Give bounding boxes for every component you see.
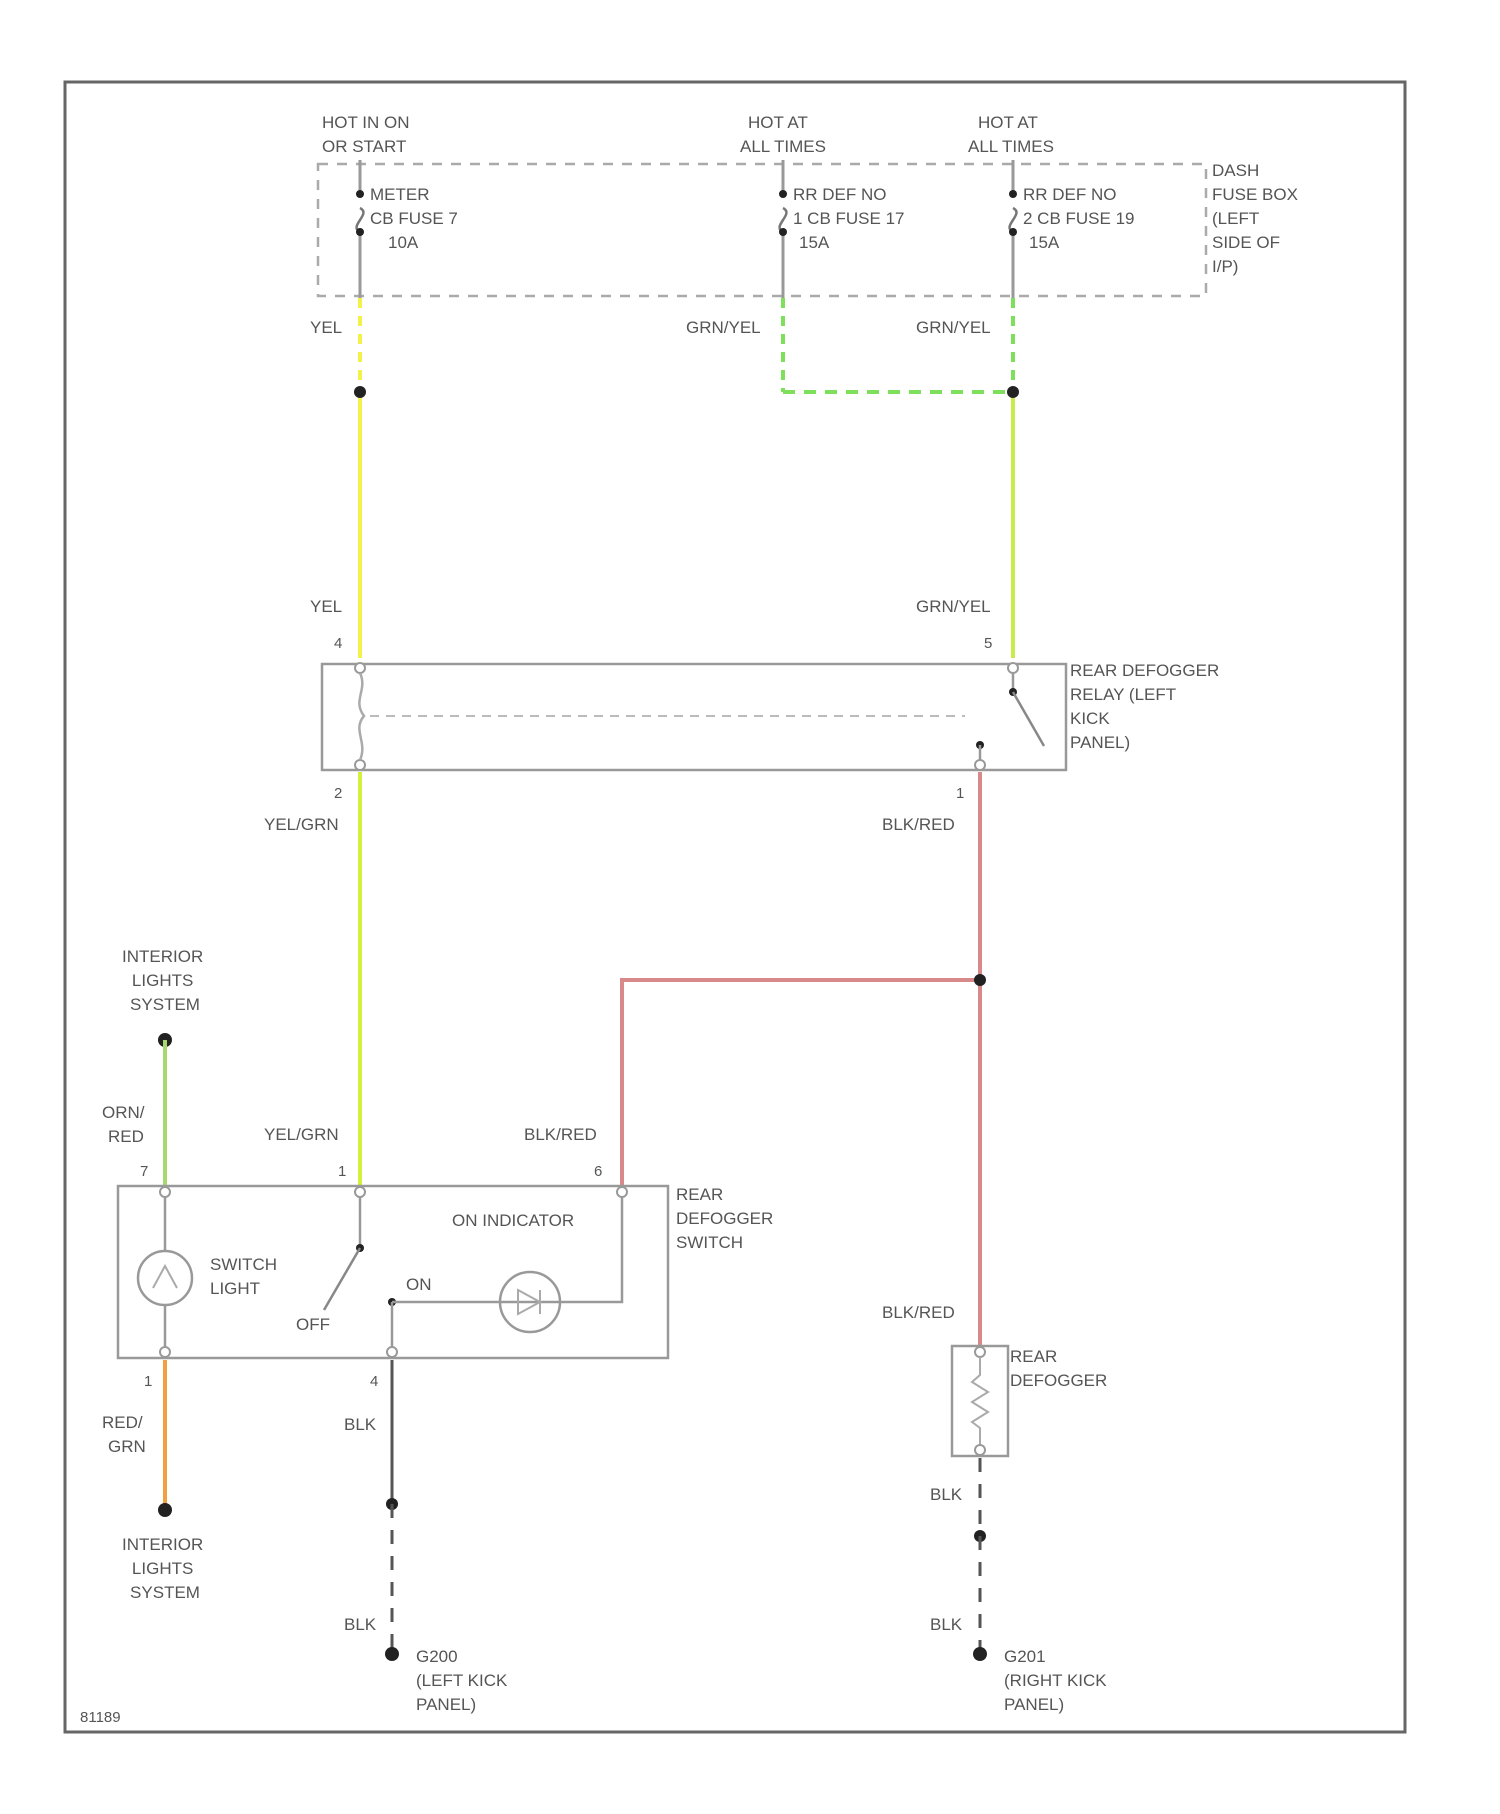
splice-yel (354, 386, 366, 398)
switch-pin-ill: 1 (144, 1373, 152, 1390)
relay-pin-5: 5 (984, 635, 992, 652)
wire-label-blk-g-right: BLK (930, 1615, 963, 1634)
wire-label-yel-mid: YEL (310, 597, 342, 616)
fuse-rr-def-2 (1009, 160, 1017, 300)
wire-label-red-grn: RED/ GRN (102, 1413, 147, 1456)
hot-all-times-label-1: HOT AT ALL TIMES (740, 113, 826, 156)
rear-defogger-grid (972, 1347, 988, 1455)
wire-label-grn-yel-right: GRN/YEL (916, 318, 991, 337)
relay-pin-1: 1 (956, 785, 964, 802)
ground-g-right (973, 1647, 987, 1661)
switch-pin-gnd: 4 (370, 1373, 378, 1390)
rear-defogger-label: REAR DEFOGGER (1010, 1347, 1107, 1390)
switch-on-label: ON (406, 1275, 432, 1294)
ground-g-left-label: G200 (LEFT KICK PANEL) (416, 1647, 512, 1714)
relay-label: REAR DEFOGGER RELAY (LEFT KICK PANEL) (1070, 661, 1224, 752)
on-indicator-led (500, 1187, 627, 1332)
relay-pin-2: 2 (334, 785, 342, 802)
wire-label-blk-switch: BLK (344, 1415, 377, 1434)
ground-g-right-label: G201 (RIGHT KICK PANEL) (1004, 1647, 1111, 1714)
wire-label-yel-top: YEL (310, 318, 342, 337)
on-indicator-label: ON INDICATOR (452, 1211, 574, 1230)
interior-lights-top-label: INTERIOR LIGHTS SYSTEM (122, 947, 208, 1014)
wire-label-blk-red-switch: BLK/RED (524, 1125, 597, 1144)
fuse-box-outline (318, 164, 1206, 296)
wire-label-grn-yel-mid: GRN/YEL (916, 597, 991, 616)
switch-light-label: SWITCH LIGHT (210, 1255, 282, 1298)
relay-pin-4: 4 (334, 635, 342, 652)
relay-coil (355, 663, 965, 770)
defogger-switch-label: REAR DEFOGGER SWITCH (676, 1185, 778, 1252)
wire-label-blk-red-relay: BLK/RED (882, 815, 955, 834)
switch-off-label: OFF (296, 1315, 330, 1334)
ground-g-left (385, 1647, 399, 1661)
fuse-rr-def-1-label: RR DEF NO 1 CB FUSE 17 15A (793, 185, 909, 252)
fuse-meter (356, 160, 364, 300)
wire-blk-red-switch (622, 980, 980, 1186)
switch-pin-7: 7 (140, 1163, 148, 1180)
relay-switch (975, 663, 1044, 770)
wire-label-yel-grn-relay: YEL/GRN (264, 815, 339, 834)
hot-run-start-label: HOT IN ON OR START (322, 113, 414, 156)
switch-pin-1: 1 (338, 1163, 346, 1180)
interior-lights-bottom-label: INTERIOR LIGHTS SYSTEM (122, 1535, 208, 1602)
wire-label-grn-yel-left: GRN/YEL (686, 318, 761, 337)
figure-id: 81189 (80, 1709, 121, 1726)
wire-label-blk-red-defogger: BLK/RED (882, 1303, 955, 1322)
fuse-box-label: DASH FUSE BOX (LEFT SIDE OF I/P) (1212, 161, 1303, 276)
fuse-meter-label: METER CB FUSE 7 10A (370, 185, 463, 252)
wire-label-blk-g-left: BLK (344, 1615, 377, 1634)
wire-label-blk-defogger: BLK (930, 1485, 963, 1504)
hot-all-times-label-2: HOT AT ALL TIMES (968, 113, 1054, 156)
fuse-rr-def-1 (779, 160, 787, 300)
splice-blk-red (974, 974, 986, 986)
switch-light-bulb (138, 1187, 192, 1357)
fuse-rr-def-2-label: RR DEF NO 2 CB FUSE 19 15A (1023, 185, 1139, 252)
wire-label-yel-grn-switch: YEL/GRN (264, 1125, 339, 1144)
interior-lights-bottom-node (158, 1503, 172, 1517)
splice-grn-yel (1007, 386, 1019, 398)
switch-pin-6: 6 (594, 1163, 602, 1180)
wire-label-orn-red: ORN/ RED (102, 1103, 149, 1146)
